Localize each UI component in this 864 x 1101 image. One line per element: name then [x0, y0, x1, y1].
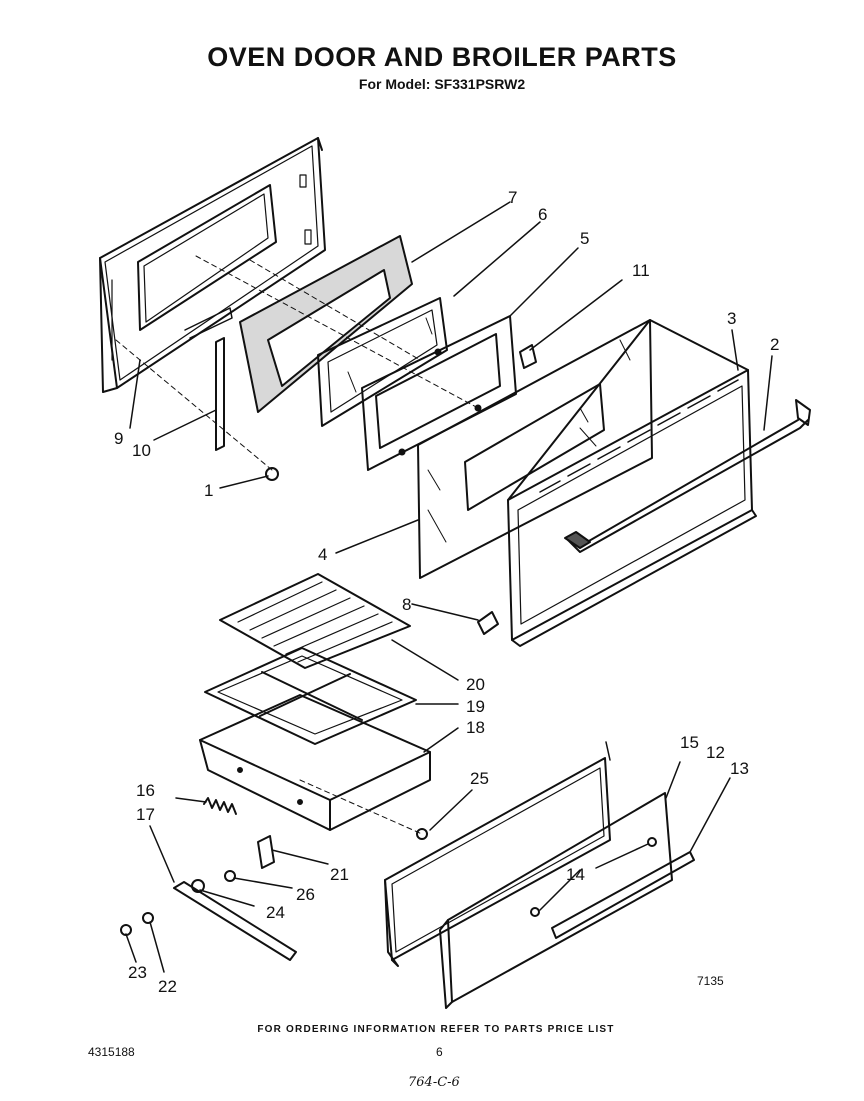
callout-3: 3 [727, 309, 736, 328]
callout-13: 13 [730, 759, 749, 778]
broiler-brace [173, 881, 297, 961]
callout-22: 22 [158, 977, 177, 996]
callout-24: 24 [266, 903, 285, 922]
callout-23: 23 [128, 963, 147, 982]
leader-lines [125, 201, 773, 973]
callout-16: 16 [136, 781, 155, 800]
callout-19: 19 [466, 697, 485, 716]
broiler-pan-insert [204, 647, 417, 745]
door-glass [417, 319, 653, 579]
page-title: OVEN DOOR AND BROILER PARTS [207, 42, 677, 72]
callout-15: 15 [680, 733, 699, 752]
side-trim [215, 337, 225, 451]
page-number: 6 [436, 1045, 443, 1059]
bolt-26 [224, 870, 236, 882]
broiler-clip [257, 835, 275, 869]
callout-12: 12 [706, 743, 725, 762]
drawer-front [439, 792, 673, 1009]
outer-door-panel [464, 319, 757, 647]
callout-6: 6 [538, 205, 547, 224]
callout-7: 7 [508, 188, 517, 207]
drawer-trim [551, 851, 695, 939]
assembly-lines [115, 255, 479, 835]
callout-2: 2 [770, 335, 779, 354]
drawer-panel [384, 757, 611, 967]
callout-14: 14 [566, 865, 585, 884]
callout-18: 18 [466, 718, 485, 737]
callout-8: 8 [402, 595, 411, 614]
part-25 [416, 828, 428, 840]
glass-pack-frame [317, 297, 448, 427]
trim-screw [265, 467, 279, 481]
callout-10: 10 [132, 441, 151, 460]
callout-17: 17 [136, 805, 155, 824]
model-subtitle: For Model: SF331PSRW2 [358, 76, 526, 92]
callout-4: 4 [318, 545, 327, 564]
broiler-grid [219, 573, 411, 669]
callout-5: 5 [580, 229, 589, 248]
diagram-code: 7135 [697, 974, 724, 988]
callout-21: 21 [330, 865, 349, 884]
callout-26: 26 [296, 885, 315, 904]
door-bracket [519, 344, 537, 369]
callout-1: 1 [204, 481, 213, 500]
callout-9: 9 [114, 429, 123, 448]
door-hinge [477, 611, 499, 635]
broiler-spring [203, 797, 237, 815]
document-number: 4315188 [88, 1045, 135, 1059]
callout-25: 25 [470, 769, 489, 788]
window-frame [361, 315, 517, 471]
ordering-note: FOR ORDERING INFORMATION REFER TO PARTS … [257, 1024, 615, 1035]
handwritten-note: 764-C-6 [408, 1075, 460, 1090]
broiler-pan [199, 694, 431, 831]
washer-22 [142, 912, 154, 924]
callout-20: 20 [466, 675, 485, 694]
callout-11: 11 [632, 261, 650, 280]
inner-door-panel [99, 137, 326, 393]
door-gasket [239, 235, 413, 413]
door-handle [564, 399, 811, 553]
